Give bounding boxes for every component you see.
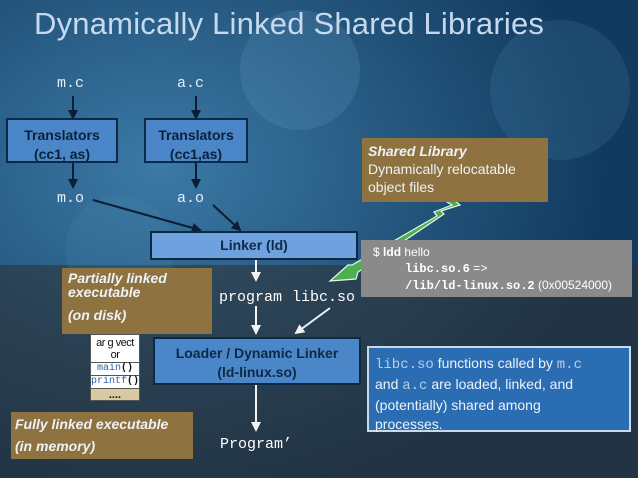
callout-text1: functions called by (433, 355, 557, 371)
stack-main-name: main (96, 363, 121, 374)
program-prime-label: Program’ (220, 436, 293, 453)
object-file-mo: m.o (57, 190, 85, 207)
callout-ac: a.c (402, 378, 428, 394)
loader-box: Loader / Dynamic Linker (ld-linux.so) (153, 337, 361, 385)
translators-box-a: Translators (cc1,as) (144, 118, 248, 163)
translators-detail: (cc1, as) (33, 146, 91, 162)
stack-printf: printf() (90, 375, 140, 388)
translators-title: Translators (158, 127, 234, 143)
stack-printf-paren: () (127, 376, 140, 387)
slide-title: Dynamically Linked Shared Libraries (34, 6, 545, 41)
partially-linked-note: Partially linked executable (on disk) (62, 268, 212, 334)
partially-linked-line2: executable (68, 284, 141, 300)
arrow-mo-to-linker (92, 199, 202, 233)
shared-library-note: Shared Library Dynamically relocatable o… (362, 138, 548, 202)
libc-so-label: libc.so (292, 289, 356, 306)
arrow-libc-to-loader (294, 307, 331, 335)
stack-main-paren: () (121, 363, 134, 374)
ldd-lib-ld-linux: /lib/ld-linux.so.2 (405, 279, 535, 293)
stack-main: main() (90, 362, 140, 375)
shared-library-line1: Dynamically relocatable (368, 161, 516, 177)
source-file-ac: a.c (177, 75, 205, 92)
shared-library-line2: object files (368, 179, 435, 195)
arrow-ao-to-linker (212, 204, 242, 232)
callout-text2: and (375, 376, 403, 392)
memory-stack: ar g vect or main() printf() .... (90, 334, 140, 401)
fully-linked-line2: (in memory) (15, 438, 96, 454)
callout-mc: m.c (556, 357, 582, 373)
ldd-address: (0x00524000) (537, 278, 613, 292)
callout-text3: are loaded, linked, and (427, 376, 574, 392)
loader-detail: (ld-linux.so) (217, 364, 297, 380)
loader-title: Loader / Dynamic Linker (175, 345, 339, 361)
linker-box: Linker (ld) (150, 231, 358, 260)
translators-title: Translators (24, 127, 100, 143)
callout-text5: processes. (375, 416, 443, 432)
program-label: program (219, 289, 283, 306)
ldd-output-box: $ ldd hello libc.so.6 => /lib/ld-linux.s… (361, 240, 632, 297)
stack-dots: .... (90, 388, 140, 401)
shared-library-title: Shared Library (368, 143, 467, 159)
partially-linked-line3: (on disk) (68, 307, 127, 323)
translators-detail: (cc1,as) (169, 146, 223, 162)
translators-box-m: Translators (cc1, as) (6, 118, 118, 163)
stack-printf-name: printf (91, 376, 128, 387)
callout-text4: (potentially) shared among (375, 397, 541, 413)
ldd-lib-libc: libc.so.6 (405, 262, 470, 276)
ldd-arrow: => (473, 262, 488, 276)
callout-libc: libc.so (375, 357, 434, 373)
fully-linked-line1: Fully linked executable (15, 416, 169, 432)
stack-argv: ar g vect or (90, 334, 140, 362)
source-file-mc: m.c (57, 75, 85, 92)
object-file-ao: a.o (177, 190, 205, 207)
libc-functions-callout: libc.so functions called by m.c and a.c … (367, 346, 631, 432)
fully-linked-note: Fully linked executable (in memory) (11, 412, 193, 459)
ldd-command: ldd (383, 245, 402, 259)
ldd-argument: hello (404, 245, 430, 259)
ldd-prompt: $ (373, 245, 380, 259)
partially-linked-line1: Partially linked (68, 270, 167, 286)
